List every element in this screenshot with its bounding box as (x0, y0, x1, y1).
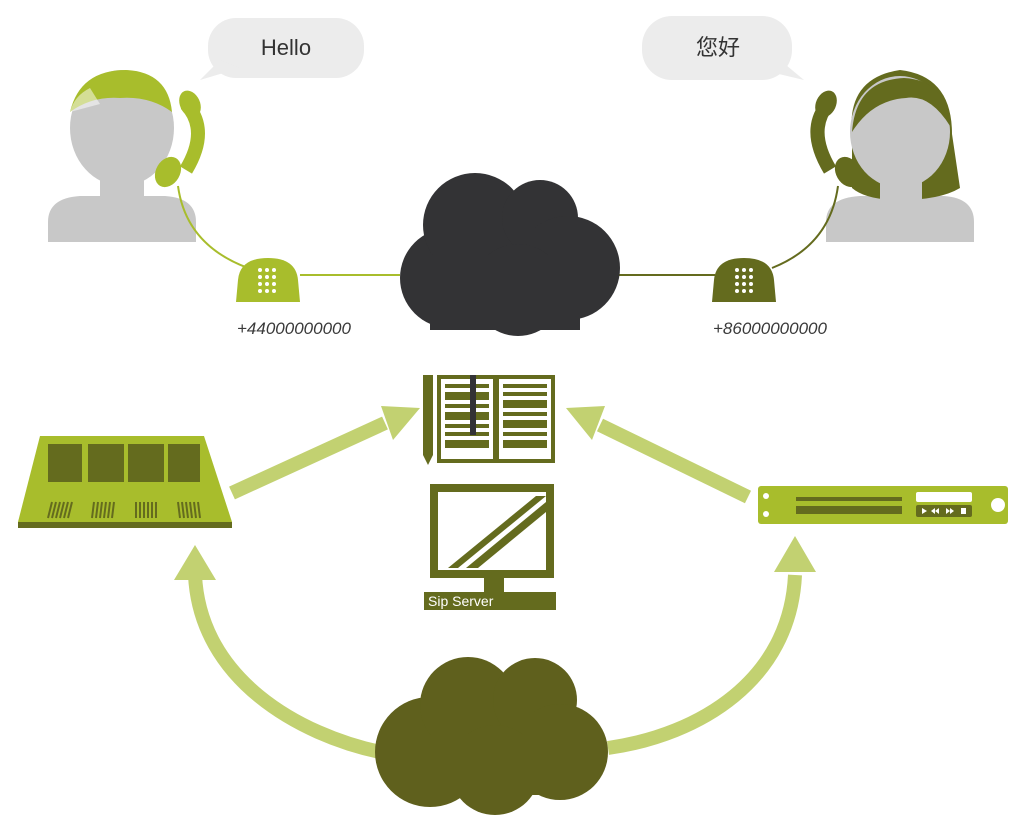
handset-icon (771, 90, 862, 269)
desk-phone-icon (712, 258, 776, 302)
arrow-cloud-to-server (607, 574, 802, 755)
speech-bubble-right: 您好 (642, 16, 804, 80)
monitor-icon: Sip Server (424, 484, 556, 610)
phone-number-left: +44000000000 (237, 319, 351, 338)
arrow-head-left (381, 406, 420, 440)
arrow-cloud-to-panel (188, 574, 382, 759)
flow-arrows (174, 406, 816, 759)
caller-left-avatar (48, 70, 196, 242)
arrow-panel-to-book (229, 416, 388, 500)
arrow-server-to-book (596, 418, 752, 504)
arrow-head-right (566, 406, 605, 440)
cloud-icon (375, 657, 608, 815)
caller-right-avatar (826, 70, 974, 242)
cloud-icon (400, 173, 620, 336)
caller-right: 您好 +86000000000 (642, 16, 974, 338)
caller-left: Hello +44000000000 (48, 18, 364, 338)
control-panel-icon (18, 436, 232, 528)
greeting-left: Hello (261, 35, 311, 60)
server-label: Sip Server (428, 593, 494, 609)
phone-number-right: +86000000000 (713, 319, 827, 338)
greeting-right: 您好 (696, 35, 740, 60)
arrow-head-up-left (174, 545, 216, 580)
desk-phone-icon (236, 258, 300, 302)
rack-server-icon (758, 486, 1008, 524)
handset-icon (154, 90, 249, 269)
address-book-icon (423, 375, 555, 465)
speech-bubble-left: Hello (200, 18, 364, 80)
arrow-head-up-right (774, 536, 816, 572)
